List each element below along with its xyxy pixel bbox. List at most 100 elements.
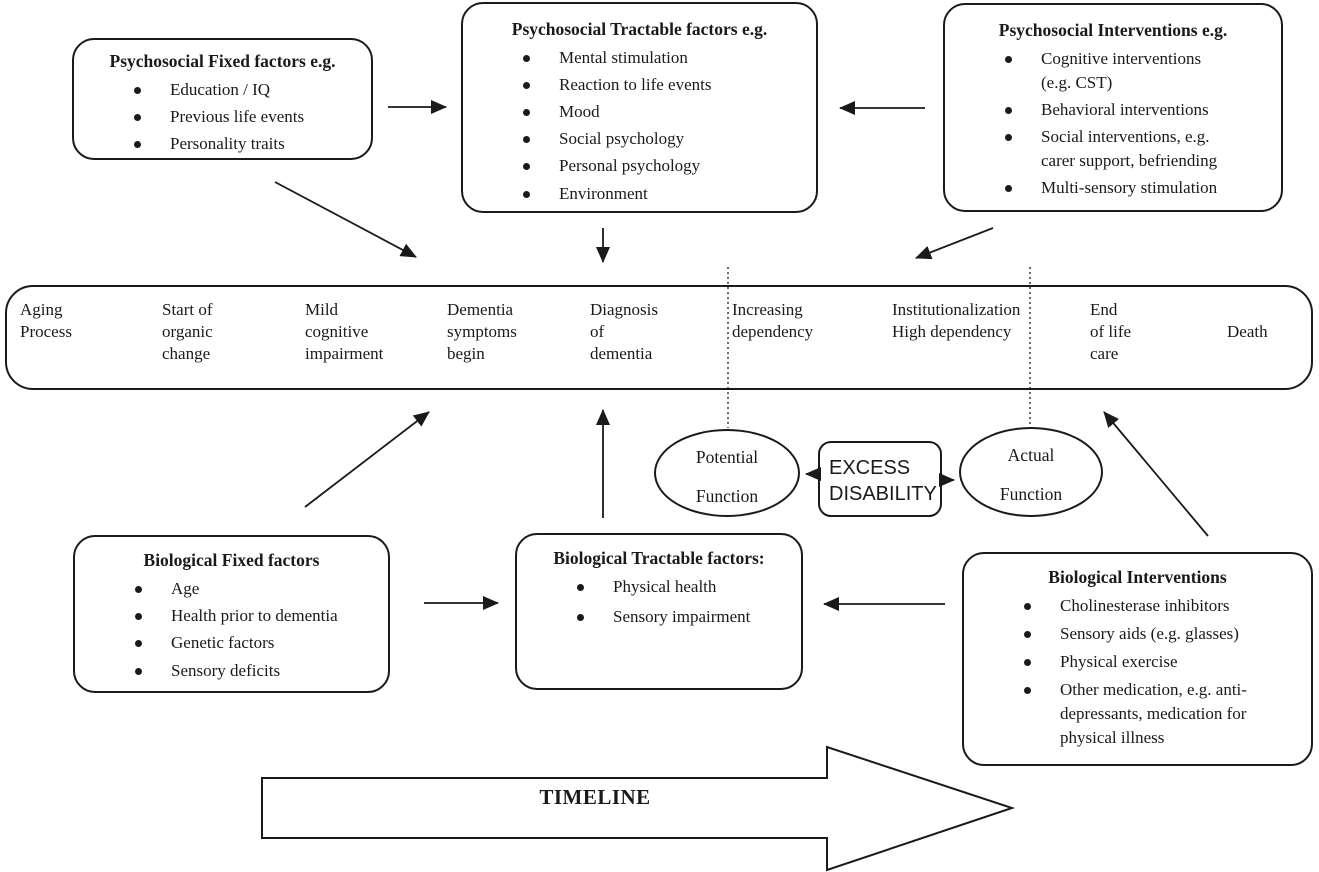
list-item-text: Reaction to life events <box>559 75 712 94</box>
list-item: Behavioral interventions <box>945 98 1281 122</box>
list-item-text: Mental stimulation <box>559 48 688 67</box>
box-title: Biological Interventions <box>1048 567 1227 587</box>
box-title: Psychosocial Tractable factors e.g. <box>511 19 768 39</box>
list-item-text: Personality traits <box>170 134 285 153</box>
bullet-list: Physical health Sensory impairment <box>517 575 801 629</box>
list-item: Personal psychology <box>463 154 816 178</box>
timeline-stage: Start of organic change <box>162 300 213 363</box>
bullet-icon <box>1005 134 1012 141</box>
timeline-arrow-label: TIMELINE <box>539 785 651 809</box>
bullet-icon <box>523 109 530 116</box>
timeline-stage: Death <box>1227 322 1268 341</box>
list-item: Education / IQ <box>74 78 371 102</box>
list-item: Sensory aids (e.g. glasses) <box>964 622 1311 646</box>
bullet-list: Education / IQ Previous life events Pers… <box>74 78 371 156</box>
bullet-list: Cognitive interventions (e.g. CST) Behav… <box>945 47 1281 200</box>
bullet-list: Cholinesterase inhibitors Sensory aids (… <box>964 594 1311 750</box>
list-item: Sensory impairment <box>517 605 801 629</box>
list-item: Reaction to life events <box>463 73 816 97</box>
bullet-icon <box>135 668 142 675</box>
list-item: Physical health <box>517 575 801 599</box>
list-item-text: Sensory deficits <box>171 661 281 680</box>
ellipse-actual-function: Actual Function <box>959 427 1103 517</box>
list-item-text: Environment <box>559 184 648 203</box>
bullet-icon <box>135 640 142 647</box>
timeline-stage: Increasing dependency <box>732 300 814 341</box>
bullet-icon <box>134 114 141 121</box>
list-item: Health prior to dementia <box>75 604 388 628</box>
ellipse-label: Actual Function <box>999 445 1063 504</box>
list-item: Mental stimulation <box>463 46 816 70</box>
list-item-text: Multi-sensory stimulation <box>1041 178 1218 197</box>
timeline-stage: Institutionalization High dependency <box>892 300 1021 341</box>
bullet-icon <box>577 614 584 621</box>
bullet-icon <box>134 87 141 94</box>
timeline-band <box>5 285 1313 390</box>
list-item-text: Sensory impairment <box>613 607 751 626</box>
list-item-text: Health prior to dementia <box>171 606 338 625</box>
box-excess-disability: EXCESS DISABILITY <box>818 441 942 517</box>
list-item: Environment <box>463 182 816 206</box>
excess-disability-label: EXCESS DISABILITY <box>829 457 937 505</box>
list-item-text: Physical exercise <box>1060 652 1178 671</box>
list-item-text: Cognitive interventions (e.g. CST) <box>1041 49 1202 92</box>
list-item-text: Previous life events <box>170 107 305 126</box>
bullet-icon <box>523 136 530 143</box>
bullet-icon <box>1005 107 1012 114</box>
list-item: Social interventions, e.g. carer support… <box>945 125 1281 173</box>
list-item-text: Age <box>171 579 200 598</box>
bullet-icon <box>523 163 530 170</box>
bullet-list: Mental stimulation Reaction to life even… <box>463 46 816 206</box>
bullet-icon <box>1005 56 1012 63</box>
bullet-icon <box>523 82 530 89</box>
list-item-text: Personal psychology <box>559 156 701 175</box>
timeline-stage: Aging Process <box>20 300 72 341</box>
box-title: Biological Tractable factors: <box>553 548 765 568</box>
box-psychosocial-fixed-factors: Psychosocial Fixed factors e.g. Educatio… <box>72 38 373 160</box>
bullet-list: Age Health prior to dementia Genetic fac… <box>75 577 388 683</box>
list-item: Previous life events <box>74 105 371 129</box>
bullet-icon <box>1024 659 1031 666</box>
list-item-text: Behavioral interventions <box>1041 100 1209 119</box>
bullet-icon <box>577 584 584 591</box>
list-item: Social psychology <box>463 127 816 151</box>
box-biological-interventions: Biological Interventions Cholinesterase … <box>962 552 1313 766</box>
bullet-icon <box>135 613 142 620</box>
arrow-biological-interventions-to-timeline <box>1103 411 1209 537</box>
timeline-stage: Mild cognitive impairment <box>305 300 384 363</box>
timeline-stage: Diagnosis of dementia <box>590 300 658 363</box>
list-item-text: Physical health <box>613 577 717 596</box>
list-item: Genetic factors <box>75 631 388 655</box>
bullet-icon <box>135 586 142 593</box>
list-item-text: Social psychology <box>559 129 685 148</box>
ellipse-potential-function: Potential Function <box>654 429 800 517</box>
box-biological-tractable-factors: Biological Tractable factors: Physical h… <box>515 533 803 690</box>
list-item-text: Genetic factors <box>171 633 275 652</box>
bullet-icon <box>1005 185 1012 192</box>
list-item: Multi-sensory stimulation <box>945 176 1281 200</box>
list-item: Mood <box>463 100 816 124</box>
list-item-text: Cholinesterase inhibitors <box>1060 596 1230 615</box>
box-biological-fixed-factors: Biological Fixed factors Age Health prio… <box>73 535 390 693</box>
list-item: Cholinesterase inhibitors <box>964 594 1311 618</box>
box-title: Psychosocial Interventions e.g. <box>998 20 1228 40</box>
list-item-text: Other medication, e.g. anti- depressants… <box>1060 680 1247 747</box>
list-item: Sensory deficits <box>75 659 388 683</box>
list-item-text: Sensory aids (e.g. glasses) <box>1060 624 1239 643</box>
list-item-text: Education / IQ <box>170 80 271 99</box>
bullet-icon <box>523 55 530 62</box>
timeline-stage: Dementia symptoms begin <box>447 300 517 363</box>
list-item: Cognitive interventions (e.g. CST) <box>945 47 1281 95</box>
bullet-icon <box>1024 687 1031 694</box>
box-psychosocial-interventions: Psychosocial Interventions e.g. Cognitiv… <box>943 3 1283 212</box>
bullet-icon <box>1024 631 1031 638</box>
box-title: Biological Fixed factors <box>143 550 320 570</box>
timeline-stage: End of life care <box>1090 300 1132 363</box>
arrow-biological-fixed-to-timeline <box>304 411 430 508</box>
arrow-psychosocial-interventions-to-timeline <box>915 227 994 260</box>
box-title: Psychosocial Fixed factors e.g. <box>109 51 336 71</box>
list-item: Personality traits <box>74 132 371 156</box>
ellipse-label: Potential Function <box>695 447 759 506</box>
list-item: Age <box>75 577 388 601</box>
